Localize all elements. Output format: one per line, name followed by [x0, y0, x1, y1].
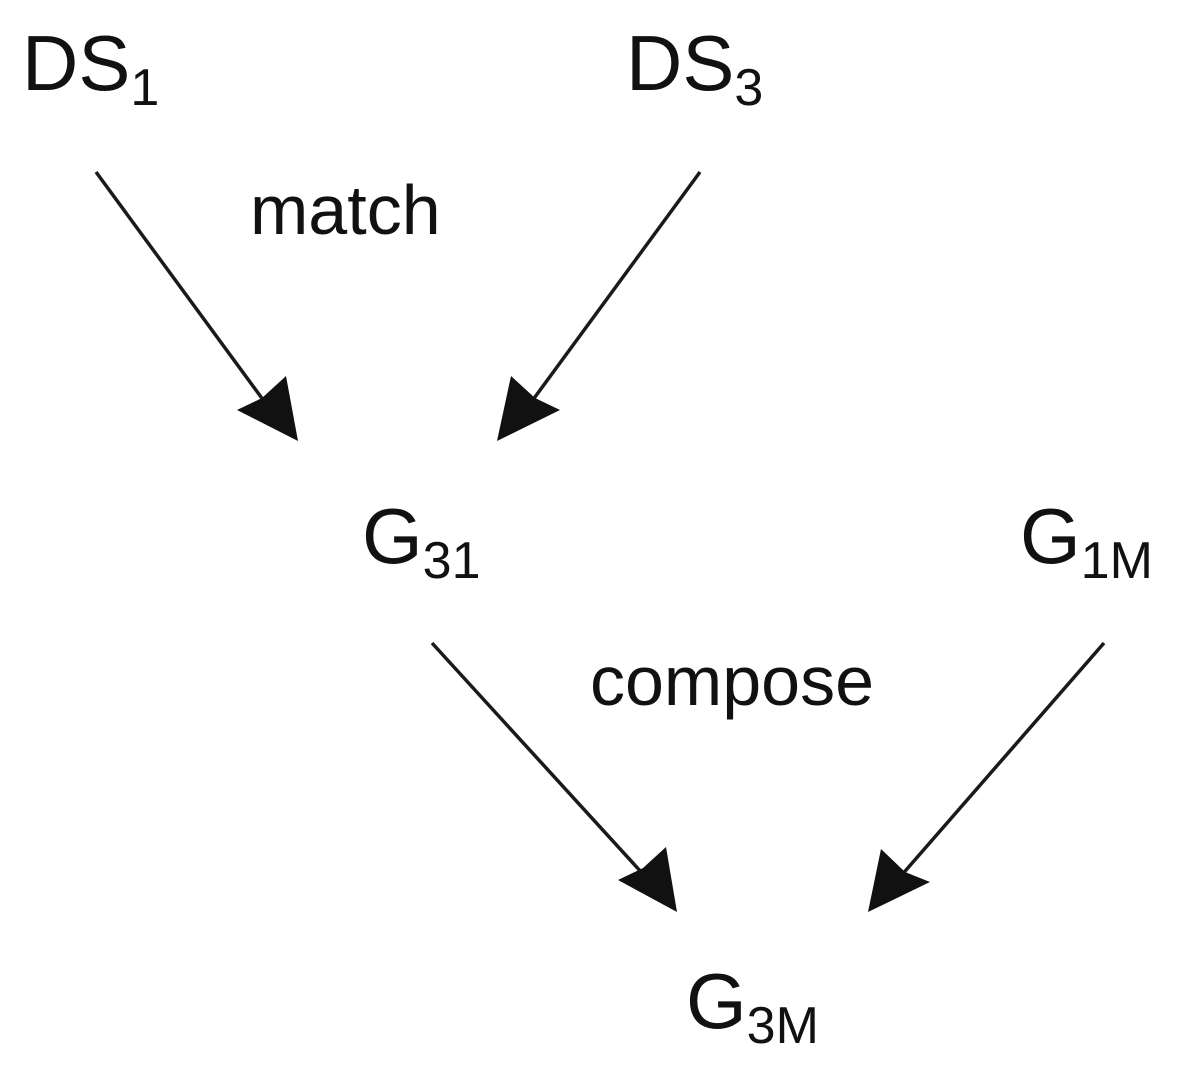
edge-ds1-to-g31 [94, 170, 274, 414]
node-ds1-subscript: 1 [130, 59, 159, 117]
node-g31-main: G [362, 492, 423, 580]
node-ds3-subscript: 3 [734, 59, 763, 117]
node-g1m-main: G [1020, 492, 1081, 580]
node-g3m: G3M [686, 957, 819, 1055]
edge-ds3-to-g31 [522, 170, 702, 414]
arrowhead-ds3-to-g31 [497, 376, 560, 441]
node-ds3: DS3 [626, 19, 763, 117]
edge-label-compose: compose [590, 642, 874, 720]
node-g1m: G1M [1020, 492, 1153, 590]
arrowhead-g31-to-g3m [618, 847, 677, 912]
edge-g31-to-g3m [430, 641, 655, 887]
node-g31: G31 [362, 492, 481, 590]
node-g31-subscript: 31 [423, 532, 481, 590]
node-ds1: DS1 [22, 19, 159, 117]
node-g3m-subscript: 3M [747, 997, 819, 1055]
node-g1m-subscript: 1M [1081, 532, 1153, 590]
node-g3m-main: G [686, 957, 747, 1045]
edge-label-match: match [250, 171, 441, 249]
arrowhead-ds1-to-g31 [237, 376, 298, 441]
node-ds1-main: DS [22, 19, 130, 107]
arrowhead-g1m-to-g3m [868, 849, 930, 912]
node-ds3-main: DS [626, 19, 734, 107]
edge-g1m-to-g3m [891, 641, 1106, 887]
